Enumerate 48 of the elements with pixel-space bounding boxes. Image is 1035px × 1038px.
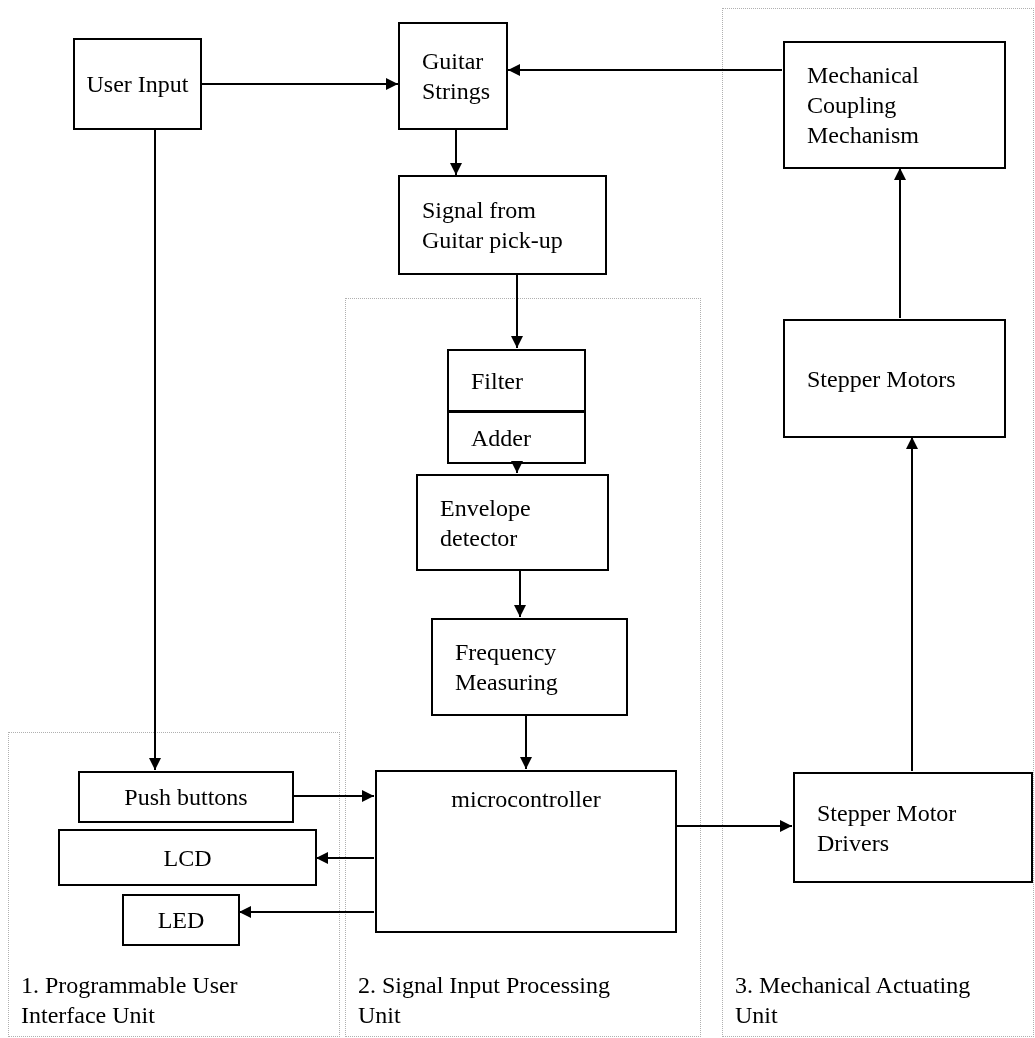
process-box (431, 618, 628, 716)
process-box (783, 319, 1006, 438)
process-box (73, 38, 202, 130)
process-box (122, 894, 240, 946)
arrow (894, 167, 906, 319)
process-box (416, 474, 609, 571)
process-box (447, 411, 586, 464)
unit-region (8, 732, 340, 1037)
arrow (238, 906, 375, 918)
process-box (447, 349, 586, 412)
arrow (315, 852, 375, 864)
arrow (511, 461, 523, 474)
box-label: Stepper Motors (807, 364, 956, 394)
box-label: User Input (86, 70, 189, 99)
box-label: Signal from Guitar pick-up (422, 196, 564, 255)
process-box (793, 772, 1033, 883)
box-label: Frequency Measuring (455, 638, 559, 697)
box-label: microcontroller (451, 785, 601, 814)
arrow (511, 274, 523, 349)
box-label: Guitar Strings (422, 47, 491, 106)
box-label: Push buttons (124, 783, 248, 812)
unit-label: 2. Signal Input Processing Unit (358, 971, 611, 1030)
arrow (675, 820, 793, 832)
process-box (58, 829, 317, 886)
process-box (783, 41, 1006, 169)
process-box (398, 22, 508, 130)
arrow (292, 790, 375, 802)
box-label: LCD (163, 843, 212, 873)
arrow (507, 64, 783, 76)
process-box (78, 771, 294, 823)
box-label: Adder (471, 423, 531, 453)
unit-label: 3. Mechanical Actuating Unit (735, 971, 972, 1030)
arrow (520, 714, 532, 770)
process-box (398, 175, 607, 275)
unit-region (722, 8, 1034, 1037)
arrow (201, 78, 399, 90)
process-box (375, 770, 677, 933)
box-label: Filter (471, 366, 523, 396)
box-label: LED (157, 906, 205, 935)
box-label: Envelope detector (440, 493, 532, 553)
unit-region (345, 298, 701, 1037)
arrow (450, 129, 462, 176)
arrow (514, 569, 526, 618)
box-label: Stepper Motor Drivers (817, 798, 958, 858)
arrow (906, 436, 918, 772)
unit-label: 1. Programmable User Interface Unit (21, 971, 239, 1030)
box-label: Mechanical Coupling Mechanism (807, 61, 920, 150)
arrow (149, 129, 161, 771)
